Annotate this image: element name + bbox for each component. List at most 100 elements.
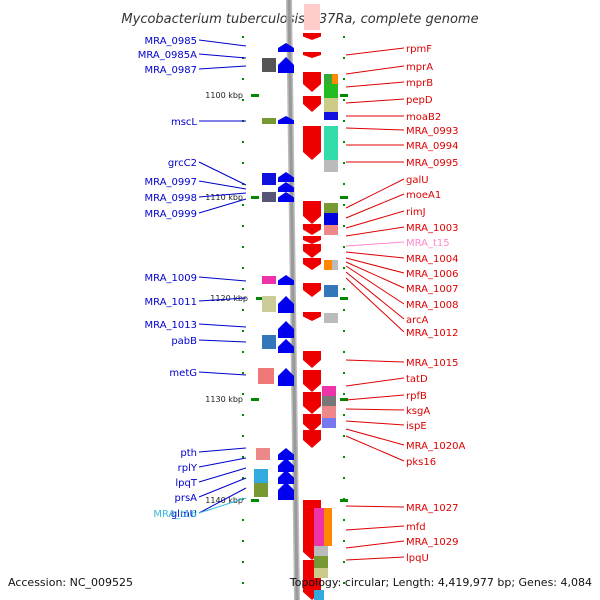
forward-gene-arrow <box>278 275 294 285</box>
left-gene-label: MRA_0985 <box>145 36 197 47</box>
reverse-gene-tile <box>324 98 338 112</box>
track-dot <box>242 393 244 395</box>
right-leader-line <box>345 65 405 75</box>
track-dot <box>343 561 345 563</box>
right-gene-label: ispE <box>406 421 427 432</box>
right-leader-line <box>345 98 405 104</box>
left-leader-line <box>198 198 247 214</box>
track-dot <box>343 162 345 164</box>
reverse-gene-tile <box>324 84 338 98</box>
reverse-gene-tile <box>324 260 332 270</box>
forward-gene-arrow <box>278 470 294 484</box>
reverse-gene-arrow <box>303 283 321 297</box>
reverse-gene-tile <box>324 508 332 546</box>
track-dot <box>343 120 345 122</box>
right-gene-label: mprB <box>406 78 433 89</box>
reverse-gene-tile <box>324 213 338 225</box>
left-gene-label: MRA_0999 <box>145 209 197 220</box>
right-gene-label: MRA_0993 <box>406 126 458 137</box>
track-dot <box>343 330 345 332</box>
track-dot <box>242 561 244 563</box>
reverse-gene-arrow <box>303 96 321 112</box>
left-gene-label: prsA <box>174 493 197 504</box>
forward-gene-tile <box>254 483 268 497</box>
track-dot <box>242 330 244 332</box>
track-dot <box>242 540 244 542</box>
reverse-gene-arrow <box>303 244 321 258</box>
right-gene-label: rimJ <box>406 207 426 218</box>
accession-text: Accession: NC_009525 <box>8 576 133 589</box>
right-gene-label: mfd <box>406 522 426 533</box>
right-gene-label: MRA_1027 <box>406 503 458 514</box>
scale-tick-right <box>340 94 348 97</box>
left-leader-line <box>198 65 247 70</box>
left-gene-label: MRA_1009 <box>145 273 197 284</box>
reverse-gene-tile <box>324 126 338 162</box>
left-leader-line <box>198 497 247 514</box>
track-dot <box>242 225 244 227</box>
reverse-gene-tile <box>314 546 328 556</box>
right-leader-line <box>345 257 405 274</box>
reverse-gene-tile <box>314 590 324 600</box>
scale-tick <box>256 297 264 300</box>
right-leader-line <box>345 226 405 237</box>
left-leader-line <box>198 53 247 59</box>
forward-gene-arrow <box>278 448 294 460</box>
right-gene-label: MRA_1020A <box>406 441 465 452</box>
right-gene-label: MRA_0994 <box>406 141 458 152</box>
genome-summary-text: Topology: circular; Length: 4,419,977 bp… <box>289 576 592 589</box>
scale-tick-label: 1110 kbp <box>205 193 243 202</box>
scale-tick <box>251 398 259 401</box>
right-leader-line <box>345 525 405 531</box>
right-leader-line <box>345 241 405 247</box>
reverse-gene-tile <box>324 112 338 120</box>
scale-tick-right <box>340 196 348 199</box>
track-dot <box>343 372 345 374</box>
track-dot <box>343 246 345 248</box>
left-leader-line <box>198 180 247 190</box>
track-dot <box>242 477 244 479</box>
track-dot <box>343 183 345 185</box>
reverse-gene-tile <box>322 386 336 396</box>
forward-gene-tile <box>262 118 276 124</box>
left-leader-line <box>198 339 247 343</box>
reverse-gene-arrow <box>303 414 321 432</box>
reverse-gene-tile <box>314 568 328 578</box>
reverse-gene-arrow <box>303 33 321 40</box>
left-leader-line <box>198 457 247 468</box>
left-gene-label: MRA_0998 <box>145 193 197 204</box>
track-dot <box>242 309 244 311</box>
track-dot <box>242 582 244 584</box>
right-gene-label: MRA_1008 <box>406 300 458 311</box>
scale-tick-right <box>340 398 348 401</box>
reverse-gene-arrow <box>303 430 321 448</box>
forward-gene-tile <box>254 469 268 483</box>
reverse-gene-tile <box>304 4 320 30</box>
track-dot <box>343 267 345 269</box>
track-dot <box>343 309 345 311</box>
forward-gene-arrow <box>278 182 294 192</box>
track-dot <box>343 519 345 521</box>
left-gene-label: MRA_1013 <box>145 320 197 331</box>
left-leader-line <box>198 297 247 302</box>
right-leader-line <box>345 408 405 411</box>
scale-tick-right <box>340 297 348 300</box>
right-gene-label: pks16 <box>406 457 436 468</box>
left-leader-line <box>198 467 247 483</box>
right-leader-line <box>345 261 405 289</box>
right-gene-label: MRA_t15 <box>406 238 450 249</box>
track-dot <box>343 78 345 80</box>
right-leader-line <box>345 265 405 305</box>
scale-tick <box>251 94 259 97</box>
right-gene-label: galU <box>406 175 429 186</box>
forward-gene-arrow <box>278 339 294 353</box>
scale-tick <box>251 196 259 199</box>
right-gene-label: MRA_1007 <box>406 284 458 295</box>
forward-gene-arrow <box>278 57 294 73</box>
left-leader-line <box>198 39 247 47</box>
forward-gene-tile <box>262 276 276 284</box>
scale-tick <box>251 499 259 502</box>
right-gene-label: arcA <box>406 315 429 326</box>
reverse-gene-tile <box>332 260 338 270</box>
